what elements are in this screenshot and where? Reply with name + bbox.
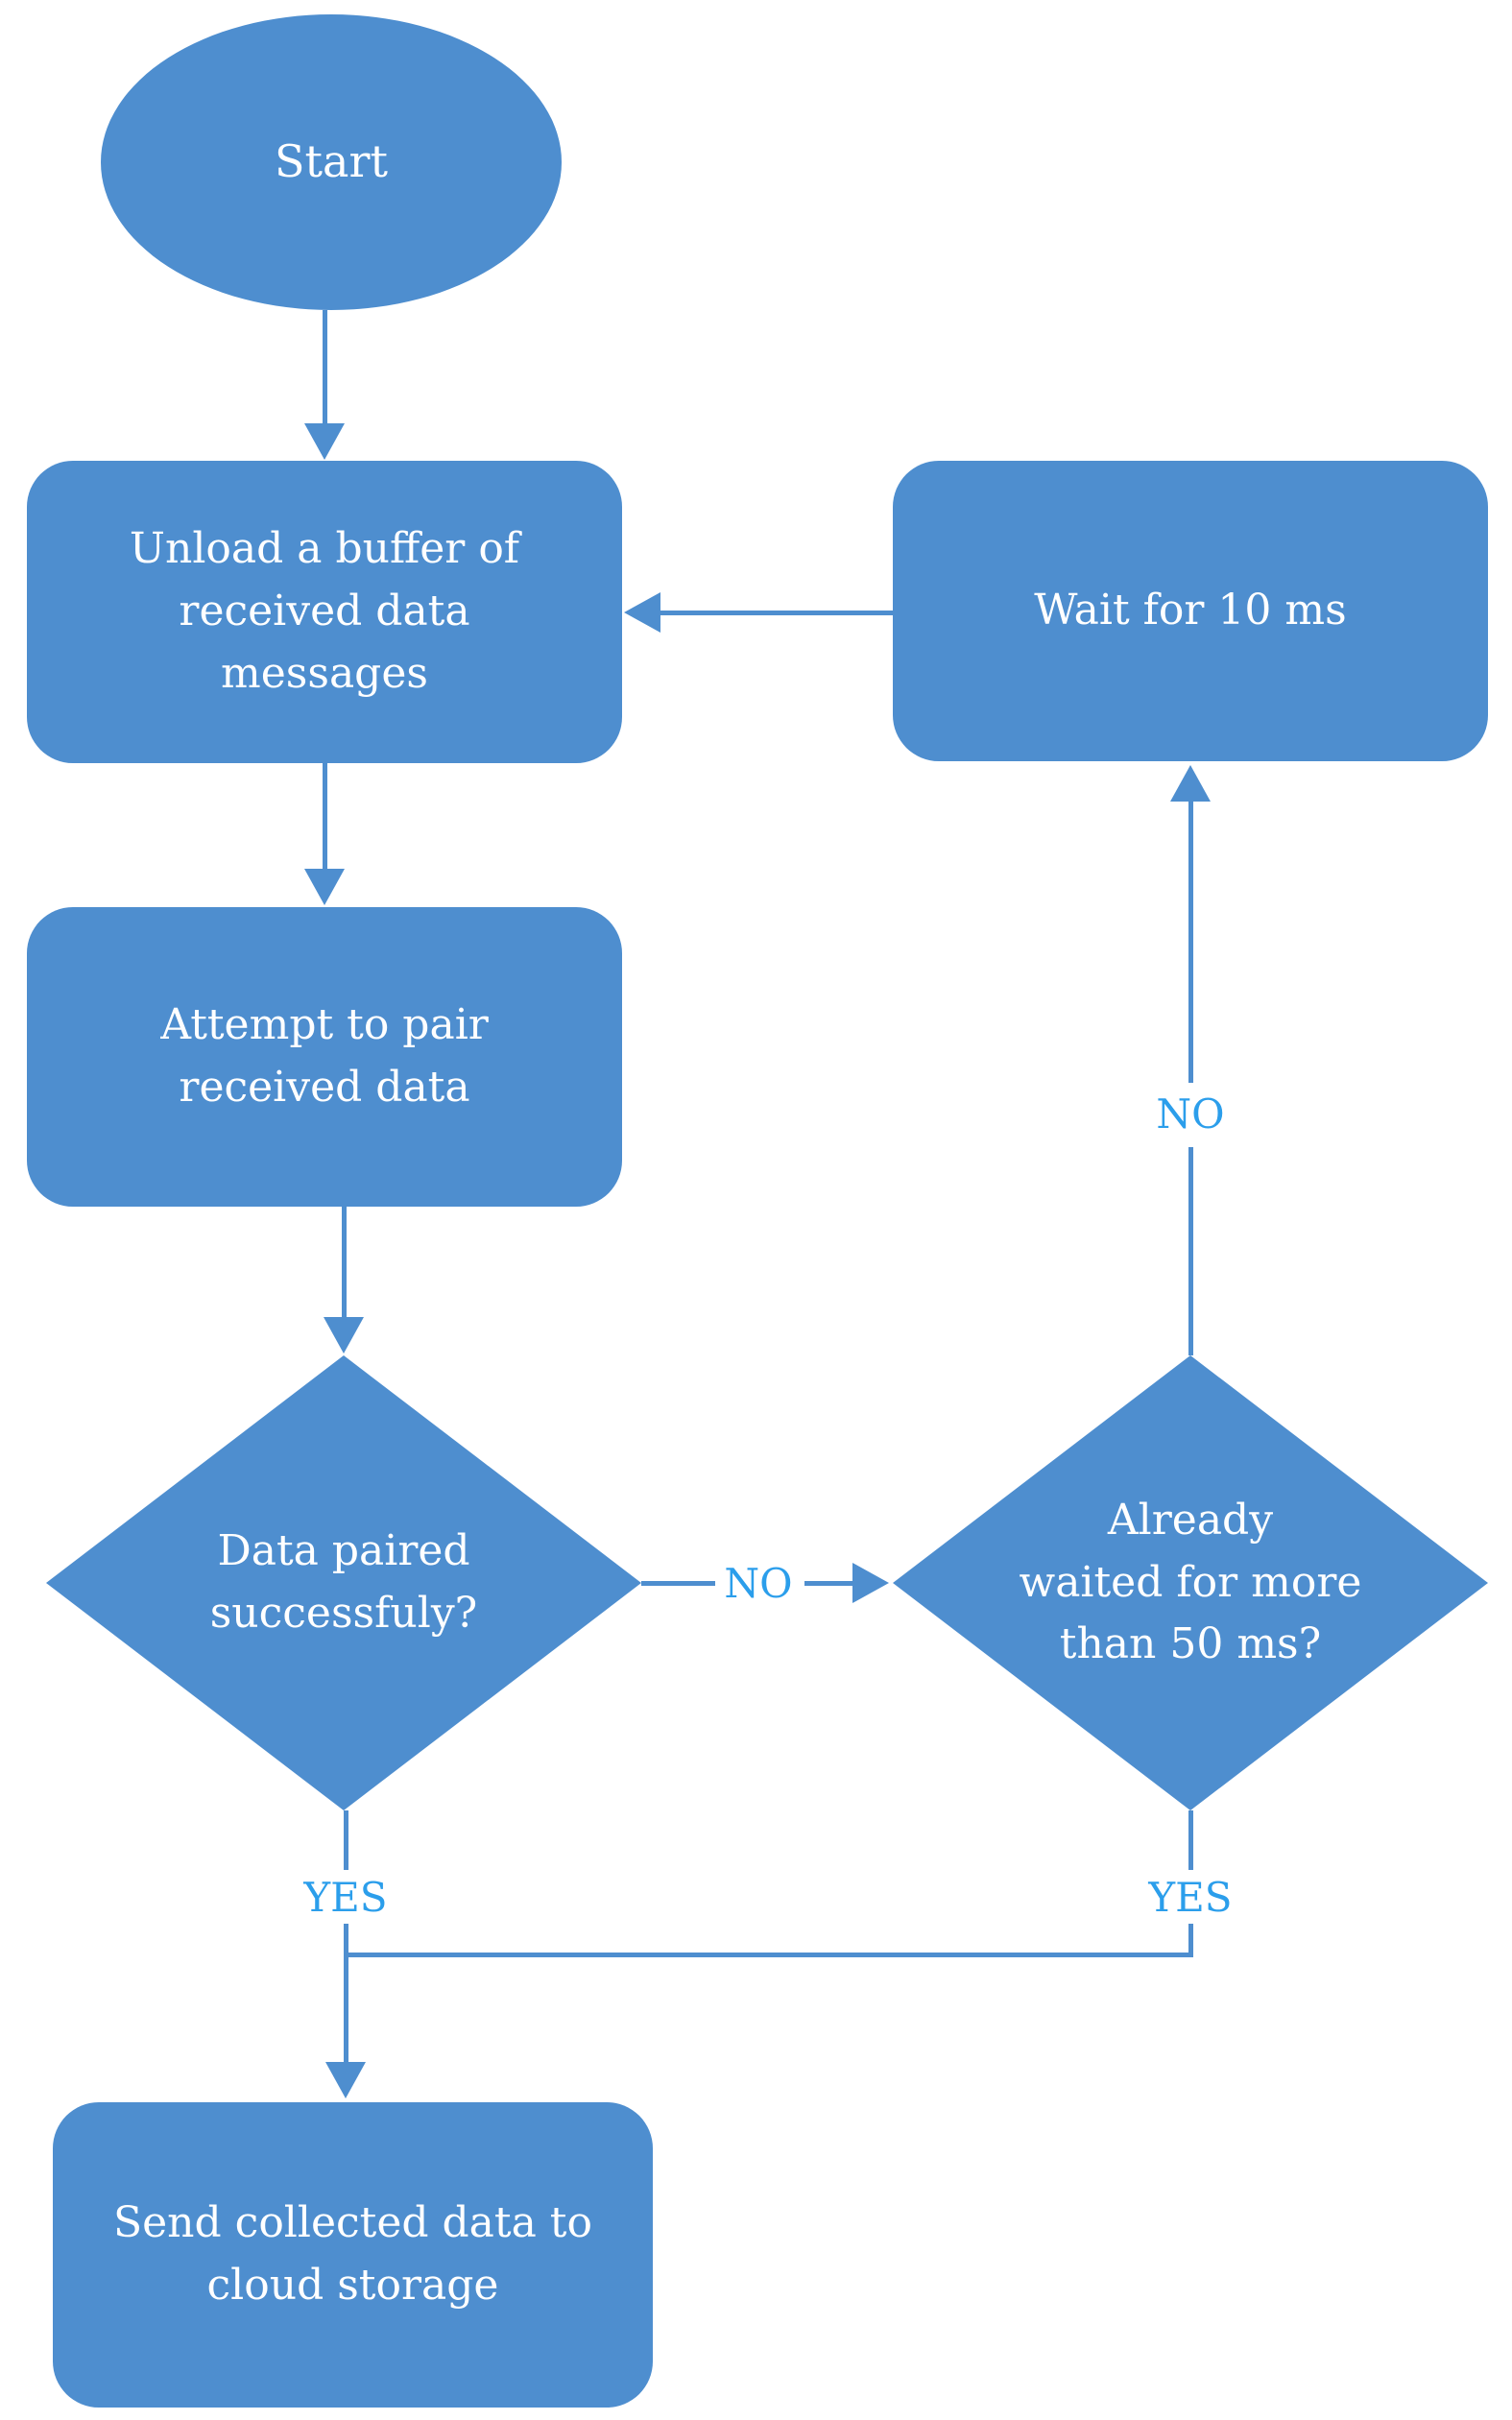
decision-waited-line: waited for more bbox=[1019, 1557, 1362, 1607]
arrowhead-up-icon bbox=[1170, 765, 1211, 802]
decision-paired-line: Data paired bbox=[217, 1526, 470, 1576]
connector-paired-yes bbox=[344, 1810, 348, 1870]
connector-start-to-unload bbox=[323, 310, 327, 425]
node-attempt-line: received data bbox=[179, 1063, 470, 1112]
edge-label-yes-left: YES bbox=[303, 1873, 388, 1921]
node-send-line: cloud storage bbox=[206, 2261, 499, 2310]
decision-paired-line: successfuly? bbox=[209, 1589, 478, 1638]
connector-paired-to-waited bbox=[641, 1581, 715, 1586]
decision-waited-line: than 50 ms? bbox=[1059, 1619, 1322, 1669]
node-wait-label: Wait for 10 ms bbox=[1034, 586, 1347, 635]
node-unload-line: Unload a buffer of bbox=[129, 524, 520, 574]
node-wait-10ms: Wait for 10 ms bbox=[893, 461, 1488, 761]
connector-paired-to-waited bbox=[804, 1581, 852, 1586]
connector-unload-to-attempt bbox=[323, 763, 327, 871]
connector-waited-yes bbox=[1188, 1810, 1193, 1870]
decision-already-waited: Already waited for more than 50 ms? bbox=[893, 1355, 1488, 1810]
arrowhead-down-icon bbox=[304, 869, 345, 905]
decision-data-paired: Data paired successfuly? bbox=[46, 1355, 641, 1810]
edge-label-no-vertical: NO bbox=[1156, 1090, 1225, 1138]
node-unload-buffer: Unload a buffer of received data message… bbox=[27, 461, 622, 763]
connector-waited-to-wait bbox=[1188, 1147, 1193, 1355]
node-attempt-line: Attempt to pair bbox=[160, 1000, 489, 1050]
arrowhead-down-icon bbox=[304, 423, 345, 460]
decision-waited-line: Already bbox=[1107, 1495, 1274, 1545]
arrowhead-down-icon bbox=[325, 2062, 366, 2098]
connector-waited-yes bbox=[1188, 1924, 1193, 1956]
edge-label-yes-right: YES bbox=[1148, 1873, 1233, 1921]
node-start: Start bbox=[101, 14, 562, 310]
arrowhead-right-icon bbox=[852, 1563, 889, 1603]
connector-attempt-to-paired bbox=[342, 1207, 347, 1317]
arrowhead-left-icon bbox=[624, 592, 660, 633]
node-unload-line: received data bbox=[179, 587, 470, 636]
node-unload-line: messages bbox=[221, 648, 428, 698]
connector-waited-to-wait bbox=[1188, 802, 1193, 1083]
node-send-cloud: Send collected data to cloud storage bbox=[53, 2102, 653, 2408]
node-start-label: Start bbox=[275, 135, 388, 188]
node-send-line: Send collected data to bbox=[113, 2198, 592, 2248]
connector-paired-yes bbox=[344, 1924, 348, 2062]
edge-label-no-horizontal: NO bbox=[724, 1559, 793, 1607]
node-attempt-pair: Attempt to pair received data bbox=[27, 907, 622, 1207]
arrowhead-down-icon bbox=[324, 1317, 364, 1354]
connector-yes-merge bbox=[344, 1953, 1193, 1957]
connector-wait-to-unload bbox=[660, 611, 893, 615]
